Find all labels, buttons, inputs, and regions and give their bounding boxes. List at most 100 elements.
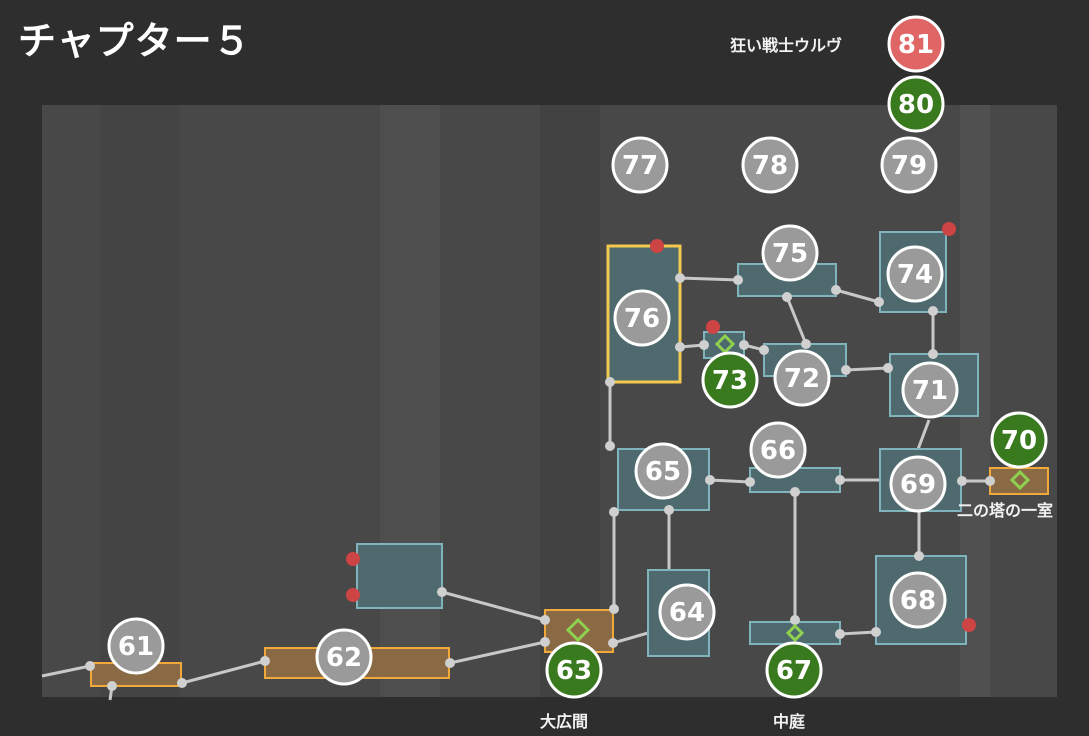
junction-dot <box>883 363 893 373</box>
junction-dot <box>675 342 685 352</box>
red-marker-icon <box>650 239 664 253</box>
map-node-61[interactable]: 61 <box>107 617 165 675</box>
node-circle <box>773 349 831 407</box>
junction-dot <box>801 339 811 349</box>
junction-dot <box>664 505 674 515</box>
map-node-81[interactable]: 81 <box>887 15 945 73</box>
node-circle <box>701 351 759 409</box>
node-circle <box>887 75 945 133</box>
map-node-62[interactable]: 62 <box>315 628 373 686</box>
red-markers <box>346 222 976 632</box>
path <box>612 631 649 645</box>
node-circle <box>658 583 716 641</box>
junction-dot <box>831 285 841 295</box>
map-node-72[interactable]: 72 <box>773 349 831 407</box>
path <box>845 366 889 372</box>
map-node-78[interactable]: 78 <box>741 136 799 194</box>
map-node-77[interactable]: 77 <box>611 136 669 194</box>
junction-dot <box>609 604 619 614</box>
node-circle <box>889 571 947 629</box>
node-number: 70 <box>1001 426 1037 456</box>
node-circle <box>889 455 947 513</box>
node-circle <box>765 641 823 699</box>
node-number: 62 <box>326 643 362 673</box>
junction-dot <box>835 475 845 485</box>
red-marker-icon <box>962 618 976 632</box>
node-circle <box>880 136 938 194</box>
map-node-63[interactable]: 63 <box>545 641 603 699</box>
path <box>181 659 266 685</box>
node-circle <box>761 224 819 282</box>
node-number: 61 <box>118 632 154 662</box>
map-node-80[interactable]: 80 <box>887 75 945 133</box>
map-node-64[interactable]: 64 <box>658 583 716 641</box>
node-circle <box>634 442 692 500</box>
path <box>441 590 546 622</box>
map-pillar <box>540 105 600 697</box>
junction-dot <box>874 297 884 307</box>
node-circle <box>887 15 945 73</box>
red-marker-icon <box>346 588 360 602</box>
node-number: 68 <box>900 586 936 616</box>
area-label-second-tower: 二の塔の一室 <box>957 501 1054 520</box>
red-marker-icon <box>942 222 956 236</box>
path <box>709 478 751 484</box>
map-node-69[interactable]: 69 <box>889 455 947 513</box>
node-circle <box>545 641 603 699</box>
map-node-65[interactable]: 65 <box>634 442 692 500</box>
node-number: 73 <box>712 366 748 396</box>
save-point-icon <box>565 617 591 643</box>
path <box>449 640 546 665</box>
map-node-71[interactable]: 71 <box>901 361 959 419</box>
map-node-79[interactable]: 79 <box>880 136 938 194</box>
map-node-76[interactable]: 76 <box>613 289 671 347</box>
save-point-icon <box>785 623 805 643</box>
node-circle <box>315 628 373 686</box>
node-number: 72 <box>784 364 820 394</box>
node-circle <box>107 617 165 675</box>
junction-dot <box>177 678 187 688</box>
node-circle <box>741 136 799 194</box>
node-circle <box>901 361 959 419</box>
save-markers <box>565 333 1031 643</box>
junction-dot <box>260 656 270 666</box>
node-circle <box>990 411 1048 469</box>
junction-dot <box>445 658 455 668</box>
node-number: 74 <box>897 260 933 290</box>
node-number: 77 <box>622 151 658 181</box>
boss-name-label: 狂い戦士ウルヴ <box>730 36 843 55</box>
junction-dot <box>605 377 615 387</box>
junction-dot <box>957 476 967 486</box>
junction-dot <box>733 275 743 285</box>
junction-dot <box>914 551 924 561</box>
node-circle <box>749 421 807 479</box>
map-paths <box>41 276 990 701</box>
map-node-74[interactable]: 74 <box>886 245 944 303</box>
map-junctions <box>85 273 995 691</box>
red-marker-icon <box>346 552 360 566</box>
node-circle <box>613 289 671 347</box>
junction-dot <box>699 340 709 350</box>
node-number: 69 <box>900 470 936 500</box>
map-node-70[interactable]: 70 <box>990 411 1048 469</box>
node-number: 64 <box>669 598 705 628</box>
junction-dot <box>928 306 938 316</box>
node-number: 66 <box>760 436 796 466</box>
map-node-73[interactable]: 73 <box>701 351 759 409</box>
junction-dot <box>782 292 792 302</box>
path <box>679 276 739 282</box>
map-node-66[interactable]: 66 <box>749 421 807 479</box>
junction-dot <box>85 661 95 671</box>
node-number: 76 <box>624 304 660 334</box>
path <box>41 664 91 678</box>
junction-dot <box>841 365 851 375</box>
node-number: 65 <box>645 457 681 487</box>
map-node-75[interactable]: 75 <box>761 224 819 282</box>
junction-dot <box>609 507 619 517</box>
junction-dot <box>540 615 550 625</box>
map-node-67[interactable]: 67 <box>765 641 823 699</box>
map-node-68[interactable]: 68 <box>889 571 947 629</box>
junction-dot <box>871 627 881 637</box>
node-number: 67 <box>776 656 812 686</box>
node-number: 80 <box>898 90 934 120</box>
